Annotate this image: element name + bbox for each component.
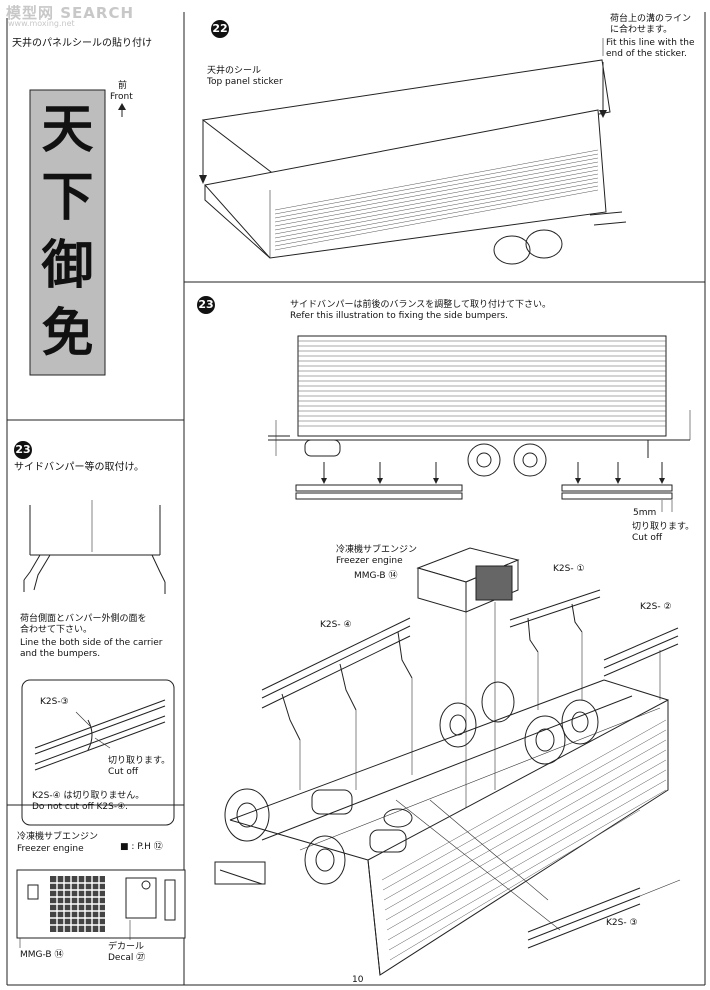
- assembly-engine-part: MMG-B ⑭: [354, 571, 398, 581]
- step-23-left-note-en: Line the both side of the carrier and th…: [20, 638, 163, 659]
- freezer-left-title-jp: 冷凍機サブエンジン: [17, 832, 99, 842]
- watermark-search-text: SEARCH: [60, 4, 135, 22]
- freezer-left-title-en: Freezer engine: [17, 844, 84, 854]
- inset-bumper: [34, 699, 166, 771]
- assembly-k2s2-label: K2S- ②: [640, 602, 672, 612]
- step-22-badge: 22: [211, 20, 229, 38]
- banner-char-3: 御: [41, 235, 94, 296]
- step-23-note-jp: サイドバンパーは前後のバランスを調整して取り付けて下さい。: [290, 300, 552, 310]
- step23-ribs: [298, 340, 666, 427]
- step-22-note-jp: 荷台上の溝のライン に合わせます。: [610, 14, 692, 35]
- inset-cut-jp: 切り取ります。: [108, 756, 171, 766]
- assembly-engine-jp: 冷凍機サブエンジン: [336, 545, 418, 555]
- freezer-grid: [50, 876, 105, 932]
- assembly-wheels: [224, 681, 599, 885]
- watermark-logo: 模型网 SEARCH: [6, 2, 134, 23]
- inset-no-cut-note: K2S-④ は切り取りません。 Do not cut off K2S-④.: [32, 791, 145, 812]
- freezer-left-ref: ■ : P.H ⑫: [120, 842, 163, 852]
- assembly-k2s2: [603, 627, 679, 700]
- step22-rear-wheels: [493, 211, 627, 265]
- assembly-k2s3-label: K2S- ③: [606, 918, 638, 928]
- freezer-left-decal-en: Decal ㉗: [108, 953, 146, 963]
- step-23-left-note-jp: 荷台側面とバンパー外側の面を 合わせて下さい。: [20, 614, 147, 635]
- assembly-freezer-engine: [416, 547, 520, 810]
- step22-ribs: [274, 149, 599, 251]
- assembly-k2s3: [527, 879, 681, 949]
- front-label-en: Front: [110, 92, 133, 102]
- assembly-body-ribs: [381, 719, 667, 961]
- step-23-left-title: サイドバンパー等の取付け。: [14, 462, 144, 473]
- step-23-dimension: 5mm: [633, 508, 657, 518]
- step23-chassis: [268, 410, 691, 477]
- banner-char-1: 天: [41, 99, 94, 160]
- assembly-engine-en: Freezer engine: [336, 556, 403, 566]
- assembly-k2s1-label: K2S- ①: [553, 564, 585, 574]
- step-23-left-badge: 23: [14, 441, 32, 459]
- step-23-cut-en: Cut off: [632, 533, 663, 543]
- step-22-sticker-en: Top panel sticker: [207, 77, 283, 87]
- front-label-jp: 前: [118, 81, 128, 91]
- freezer-leaders: [19, 920, 131, 948]
- step-23-badge: 23: [197, 296, 215, 314]
- assembly-k2s1: [509, 589, 601, 710]
- assembly-chassis-frame: [214, 679, 661, 885]
- step-22-note-en: Fit this line with the end of the sticke…: [606, 38, 695, 59]
- banner-text: 天 下 御 免: [30, 96, 105, 368]
- watermark-site: www.moxing.net: [8, 19, 75, 28]
- inset-frame: [21, 679, 175, 826]
- freezer-left-part: MMG-B ⑭: [20, 950, 64, 960]
- step22-illustration: [199, 38, 611, 259]
- step23-bumpers: [295, 462, 673, 512]
- assembly-k2s4: [261, 617, 413, 790]
- inset-part-label: K2S-③: [40, 697, 69, 707]
- banner-char-2: 下: [41, 167, 94, 228]
- assembly-k2s4-label: K2S- ④: [320, 620, 352, 630]
- left-heading: 天井のパネルシールの貼り付け: [12, 38, 152, 49]
- banner-char-4: 免: [41, 303, 94, 364]
- step-23-note-en: Refer this illustration to fixing the si…: [290, 311, 508, 321]
- step-22-sticker-jp: 天井のシール: [207, 66, 262, 76]
- freezer-left-decal-jp: デカール: [108, 942, 145, 952]
- assembly-body: [229, 679, 669, 976]
- watermark-logo-text: 模型网: [6, 4, 55, 22]
- front-arrow: [118, 103, 126, 117]
- banner-panel: [29, 89, 106, 376]
- left-bumper-detail: [23, 500, 166, 594]
- step-23-cut-jp: 切り取ります。: [632, 522, 695, 532]
- inset-cut-en: Cut off: [108, 767, 139, 777]
- assembly-tanks: [311, 789, 561, 931]
- page-number: 10: [352, 975, 364, 985]
